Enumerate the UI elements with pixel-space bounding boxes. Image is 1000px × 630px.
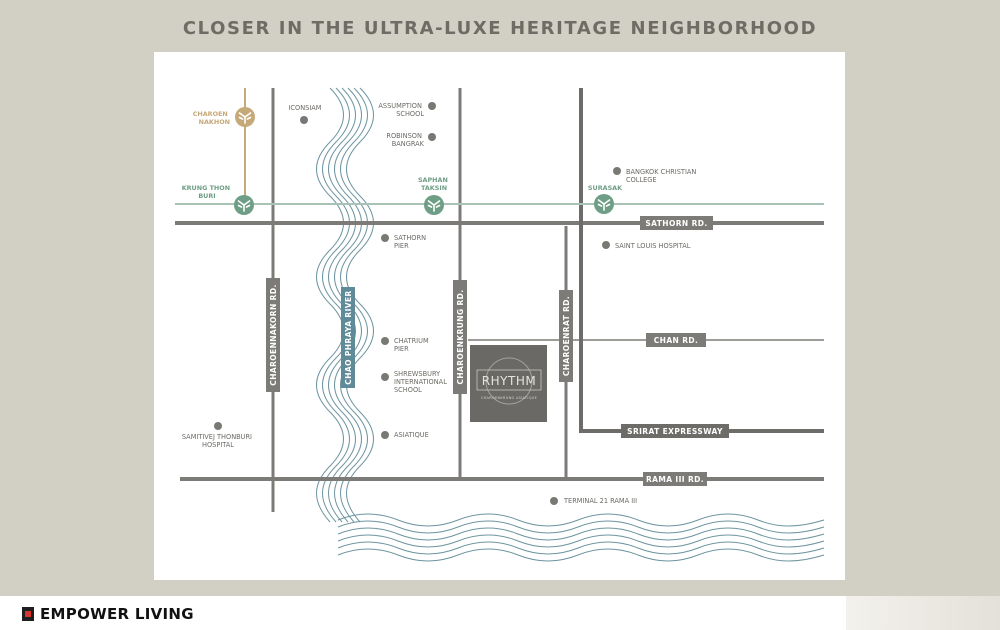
landmark-asiatique: ASIATIQUE	[381, 431, 429, 439]
landmark-saint-louis-hospital: SAINT LOUIS HOSPITAL	[602, 241, 691, 250]
landmark-iconsiam: ICONSIAM	[288, 104, 322, 124]
train-station-icon	[234, 106, 256, 128]
footer-bar	[0, 596, 846, 630]
landmark-label: SAMITIVEJ THONBURI HOSPITAL	[182, 433, 254, 449]
road-label-text: CHAROENNAKORN RD.	[269, 284, 278, 385]
project-logo-text: RHYTHM	[482, 374, 536, 388]
road-label-srirat: SRIRAT EXPRESSWAY	[621, 424, 729, 438]
landmark-label: ASIATIQUE	[394, 431, 429, 439]
station-krung-thon-buri: KRUNG THON BURI	[182, 184, 255, 216]
road-label-text: SATHORN RD.	[645, 219, 707, 228]
location-dot-icon	[381, 431, 389, 439]
train-station-icon	[593, 193, 615, 215]
landmark-label: SATHORN PIER	[394, 234, 428, 250]
road-label-charoenrat: CHAROENRAT RD.	[559, 290, 573, 382]
location-dot-icon	[613, 167, 621, 175]
location-dot-icon	[428, 102, 436, 110]
road-label-chan: CHAN RD.	[646, 333, 706, 347]
train-station-icon	[423, 194, 445, 216]
landmark-label: CHATRIUM PIER	[394, 337, 431, 353]
brand-logo: EMPOWER LIVING	[22, 605, 194, 623]
road-label-text: RAMA III RD.	[646, 475, 704, 484]
station-label: SURASAK	[588, 184, 623, 192]
project-subtitle: CHAROENKRUNG ASIATIQUE	[481, 396, 537, 400]
landmark-bangkok-christian-college: BANGKOK CHRISTIAN COLLEGE	[613, 167, 698, 184]
footer-fade	[846, 596, 1000, 630]
landmark-label: SAINT LOUIS HOSPITAL	[615, 242, 691, 250]
location-dot-icon	[381, 373, 389, 381]
river-label: CHAO PHRAYA RIVER	[341, 287, 355, 388]
landmark-label: ROBINSON BANGRAK	[386, 132, 424, 148]
train-station-icon	[233, 194, 255, 216]
road-label-charoenkrung: CHAROENKRUNG RD.	[453, 280, 467, 394]
brand-mark-icon	[22, 607, 34, 621]
location-dot-icon	[602, 241, 610, 249]
landmark-label: TERMINAL 21 RAMA III	[563, 497, 637, 505]
location-dot-icon	[550, 497, 558, 505]
landmark-terminal21: TERMINAL 21 RAMA III	[550, 497, 637, 505]
landmark-label: SHREWSBURY INTERNATIONAL SCHOOL	[394, 370, 449, 394]
road-label-rama3: RAMA III RD.	[643, 472, 707, 486]
road-label-text: CHAN RD.	[654, 336, 699, 345]
landmark-robinson-bangrak: ROBINSON BANGRAK	[386, 132, 436, 148]
landmark-label: ASSUMPTION SCHOOL	[378, 102, 424, 118]
river-label-text: CHAO PHRAYA RIVER	[344, 290, 353, 384]
road-label-text: CHAROENKRUNG RD.	[456, 289, 465, 384]
landmark-sathorn-pier: SATHORN PIER	[381, 234, 428, 250]
landmark-label: ICONSIAM	[288, 104, 321, 112]
location-dot-icon	[381, 234, 389, 242]
station-label: KRUNG THON BURI	[182, 184, 233, 200]
landmark-shrewsbury-school: SHREWSBURY INTERNATIONAL SCHOOL	[381, 370, 449, 394]
srirat-expressway	[579, 88, 824, 433]
station-charoen-nakhon: CHAROEN NAKHON	[193, 106, 256, 128]
location-dot-icon	[214, 422, 222, 430]
station-surasak: SURASAK	[588, 184, 623, 215]
station-saphan-taksin: SAPHAN TAKSIN	[418, 176, 450, 216]
road-label-text: SRIRAT EXPRESSWAY	[627, 427, 723, 436]
road-label-sathorn: SATHORN RD.	[640, 216, 713, 230]
road-label-text: CHAROENRAT RD.	[562, 296, 571, 376]
river-bottom	[337, 513, 825, 562]
landmark-label: BANGKOK CHRISTIAN COLLEGE	[626, 168, 698, 184]
location-dot-icon	[428, 133, 436, 141]
page-title: CLOSER IN THE ULTRA-LUXE HERITAGE NEIGHB…	[182, 18, 818, 39]
landmark-samitivej-hospital: SAMITIVEJ THONBURI HOSPITAL	[182, 422, 254, 449]
project-rhythm-marker: RHYTHM CHAROENKRUNG ASIATIQUE	[470, 345, 547, 422]
landmark-chatrium-pier: CHATRIUM PIER	[381, 337, 431, 353]
brand-name: EMPOWER LIVING	[40, 605, 194, 623]
location-dot-icon	[381, 337, 389, 345]
road-label-charoennakorn: CHAROENNAKORN RD.	[266, 278, 280, 392]
location-dot-icon	[300, 116, 308, 124]
station-label: CHAROEN NAKHON	[193, 110, 230, 126]
landmark-assumption-school: ASSUMPTION SCHOOL	[378, 102, 436, 118]
station-label: SAPHAN TAKSIN	[418, 176, 450, 192]
